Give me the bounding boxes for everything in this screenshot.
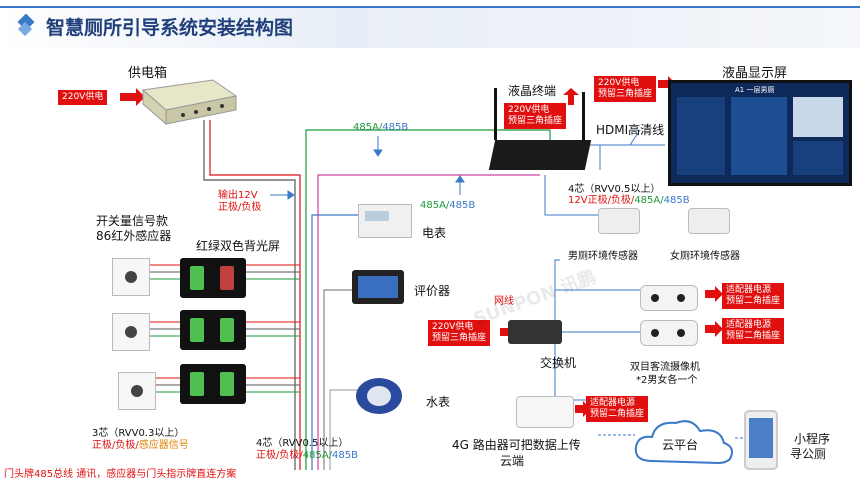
male-icon bbox=[190, 318, 204, 342]
sensor-group-title: 开关量信号款 bbox=[96, 214, 169, 228]
camera-tag: 适配器电源预留二角插座 bbox=[722, 283, 785, 309]
female-icon bbox=[220, 372, 234, 396]
electric-meter-label: 电表 bbox=[422, 226, 447, 240]
people-counter-camera bbox=[640, 285, 698, 311]
lcd-panel-left bbox=[677, 97, 725, 175]
lcd-screen-tag: 220V供电预留三角插座 bbox=[594, 76, 657, 102]
power-box-image bbox=[141, 79, 238, 126]
power-box-label: 供电箱 bbox=[128, 66, 168, 81]
footer-note: 门头牌485总线 通讯，感应器与门头指示牌直连方案 bbox=[4, 465, 237, 480]
lcd-panel-photo bbox=[793, 97, 843, 137]
ir-sensor bbox=[118, 372, 156, 410]
wire-4core-bottom-label: 4芯（RVV0.5以上） bbox=[256, 438, 349, 449]
router-label: 4G 路由器可把数据上传 bbox=[452, 438, 581, 452]
lcd-panel-map bbox=[731, 97, 787, 175]
cloud-icon bbox=[634, 420, 733, 465]
router-image bbox=[516, 396, 574, 428]
miniapp-subtitle: 寻公厕 bbox=[790, 447, 827, 461]
wire-4core-right-label: 4芯（RVV0.5以上） bbox=[568, 184, 661, 195]
water-meter-label: 水表 bbox=[426, 395, 451, 409]
evaluator-screen bbox=[358, 276, 398, 298]
network-cable-label: 网线 bbox=[494, 296, 514, 307]
switch-image bbox=[508, 320, 562, 344]
meter-display bbox=[365, 211, 389, 221]
ir-sensor bbox=[112, 313, 150, 351]
camera-tag: 适配器电源预留二角插座 bbox=[722, 318, 785, 344]
lcd-screen-title: A1 一层男厕 bbox=[735, 86, 775, 94]
lcd-terminal-tag: 220V供电预留三角插座 bbox=[504, 103, 567, 129]
top-485-label: 485A/485B bbox=[353, 122, 409, 133]
phone-screen bbox=[749, 418, 773, 458]
backlight-label: 红绿双色背光屏 bbox=[196, 239, 281, 253]
evaluator-label: 评价器 bbox=[414, 284, 451, 298]
female-env-sensor-image bbox=[688, 208, 730, 234]
router-tag: 适配器电源预留二角插座 bbox=[586, 396, 649, 422]
camera-label: 双目客流摄像机 bbox=[630, 362, 700, 373]
male-env-sensor-image bbox=[598, 208, 640, 234]
phone-icon bbox=[744, 410, 778, 470]
camera-lens-icon bbox=[651, 329, 659, 337]
camera-lens-icon bbox=[677, 329, 685, 337]
antenna-icon bbox=[494, 88, 497, 140]
wire-4core-bottom-detail: 正极/负极/485A/485B bbox=[256, 450, 358, 461]
female-icon bbox=[220, 266, 234, 290]
camera-lens-icon bbox=[677, 294, 685, 302]
lcd-screen-image: A1 一层男厕 bbox=[668, 80, 852, 186]
page-title: 智慧厕所引导系统安装结构图 bbox=[46, 17, 294, 39]
male-env-sensor-label: 男厕环境传感器 bbox=[568, 251, 638, 262]
output-12v-label: 输出12V bbox=[218, 190, 258, 201]
lcd-terminal-label: 液晶终端 bbox=[508, 84, 557, 98]
router-label-2: 云端 bbox=[500, 454, 525, 468]
antenna-icon bbox=[582, 92, 585, 142]
male-icon bbox=[190, 266, 204, 290]
meter-485-label: 485A/485B bbox=[420, 200, 476, 211]
backlight-screen bbox=[180, 310, 246, 350]
sensor-group-subtitle: 86红外感应器 bbox=[96, 229, 172, 243]
output-12v-polarity: 正极/负极 bbox=[218, 202, 262, 213]
water-meter-dial bbox=[367, 386, 391, 406]
header-band bbox=[0, 6, 860, 48]
electric-meter-image bbox=[358, 204, 412, 238]
ir-lens-icon bbox=[125, 326, 137, 338]
people-counter-camera bbox=[640, 320, 698, 346]
evaluator-image bbox=[352, 270, 404, 304]
camera-count-label: *2男女各一个 bbox=[636, 375, 698, 386]
wire-3core-label: 3芯（RVV0.3以上） bbox=[92, 428, 185, 439]
female-icon bbox=[220, 318, 234, 342]
ir-sensor bbox=[112, 258, 150, 296]
wire-4core-right-detail: 12V正极/负极/485A/485B bbox=[568, 195, 690, 206]
water-meter-image bbox=[356, 378, 402, 414]
switch-tag: 220V供电预留三角插座 bbox=[428, 320, 491, 346]
lcd-screen-label: 液晶显示屏 bbox=[722, 66, 788, 81]
miniapp-label: 小程序 bbox=[794, 432, 831, 446]
diamond-logo-icon bbox=[17, 14, 35, 37]
power-box-tag: 220V供电 bbox=[58, 90, 108, 105]
backlight-screen bbox=[180, 364, 246, 404]
switch-label: 交换机 bbox=[540, 356, 577, 370]
male-icon bbox=[190, 372, 204, 396]
lcd-panel-stats bbox=[793, 141, 843, 175]
wire-3core-detail: 正极/负极/感应器信号 bbox=[92, 440, 189, 451]
hdmi-label: HDMI高清线 bbox=[596, 123, 665, 137]
lcd-terminal-image bbox=[488, 140, 592, 170]
ir-lens-icon bbox=[125, 271, 137, 283]
camera-lens-icon bbox=[651, 294, 659, 302]
ir-lens-icon bbox=[131, 385, 143, 397]
backlight-screen bbox=[180, 258, 246, 298]
cloud-label: 云平台 bbox=[662, 438, 699, 452]
female-env-sensor-label: 女厕环境传感器 bbox=[670, 251, 740, 262]
